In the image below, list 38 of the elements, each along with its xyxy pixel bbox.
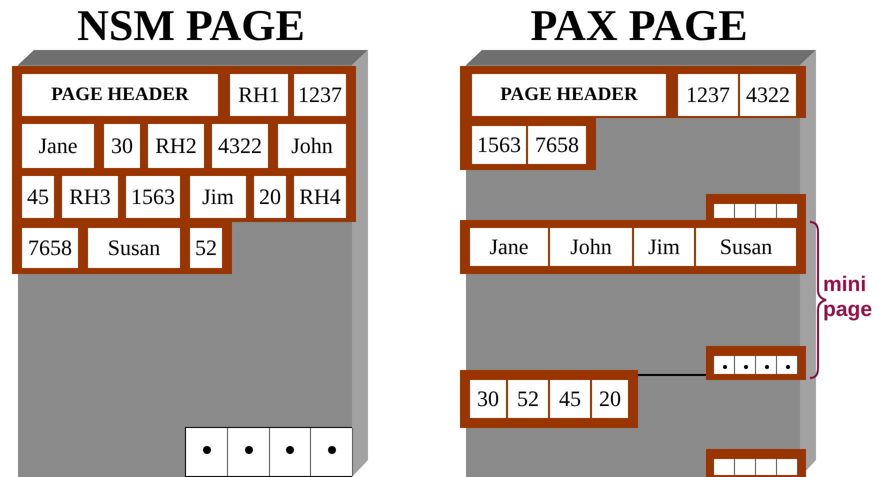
record-field: 1237 — [294, 74, 346, 116]
connector-line — [638, 374, 706, 376]
record-field: John — [550, 228, 632, 266]
record-field: RH3 — [62, 176, 118, 218]
record-field: 4322 — [740, 74, 796, 116]
record-field: Jim — [190, 176, 246, 218]
record-field: Jane — [470, 228, 548, 266]
record-field: 1563 — [126, 176, 180, 218]
record-field: 45 — [550, 380, 590, 418]
record-band — [460, 370, 638, 428]
record-field: 7658 — [528, 126, 586, 164]
record-field: Jane — [22, 124, 94, 168]
record-field: Susan — [88, 228, 180, 268]
bracket-label: mini page — [823, 272, 874, 322]
record-field: RH1 — [230, 74, 288, 116]
page-title: PAX PAGE — [529, 2, 749, 50]
slot-array — [706, 346, 806, 380]
record-field: 4322 — [212, 124, 268, 168]
record-field: 20 — [254, 176, 286, 218]
record-field: RH2 — [148, 124, 204, 168]
page-title: NSM PAGE — [76, 2, 306, 50]
record-field: 45 — [22, 176, 54, 218]
record-field: 1563 — [472, 126, 526, 164]
record-field: 52 — [190, 228, 222, 268]
record-field: Susan — [696, 228, 796, 266]
record-field: RH4 — [294, 176, 346, 218]
record-field: 30 — [470, 380, 506, 418]
record-field: John — [278, 124, 346, 168]
record-field: PAGE HEADER — [22, 74, 218, 116]
slot-array — [185, 427, 352, 477]
record-field: 1237 — [678, 74, 738, 116]
record-field: 52 — [508, 380, 548, 418]
record-field: 7658 — [22, 228, 78, 268]
record-field: 20 — [592, 380, 628, 418]
record-field: PAGE HEADER — [472, 74, 666, 116]
slot-array — [706, 449, 806, 477]
record-field: 30 — [104, 124, 140, 168]
record-field: Jim — [634, 228, 694, 266]
